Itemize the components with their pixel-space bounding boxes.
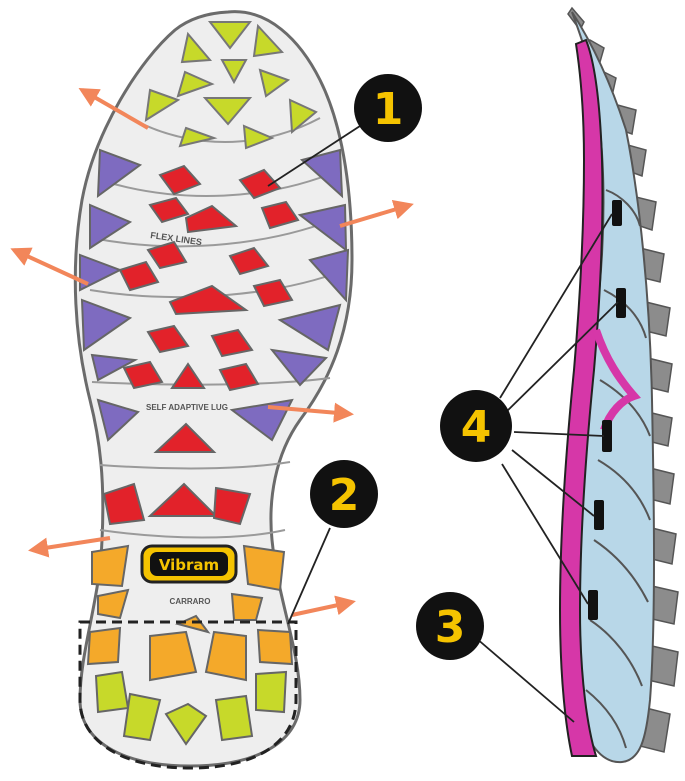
callout-2: 2	[310, 460, 378, 528]
callout-4-number: 4	[461, 402, 492, 453]
brand-logo-text: Vibram	[159, 556, 219, 574]
callout-1: 1	[354, 74, 422, 142]
callout-1-number: 1	[373, 84, 404, 135]
callout-2-number: 2	[329, 470, 360, 521]
sub-brand-text: CARRARO	[170, 597, 211, 606]
callout-4: 4	[440, 390, 512, 462]
cross-section-side-view	[560, 8, 678, 762]
self-adaptive-label: SELF ADAPTIVE LUG	[146, 403, 228, 412]
callout-3: 3	[416, 592, 484, 660]
vibram-badge: Vibram	[142, 546, 236, 582]
callout-3-number: 3	[435, 602, 466, 653]
outsole-bottom-view: Vibram CARRARO FLEX LINES SELF ADAPTIVE …	[75, 12, 352, 768]
